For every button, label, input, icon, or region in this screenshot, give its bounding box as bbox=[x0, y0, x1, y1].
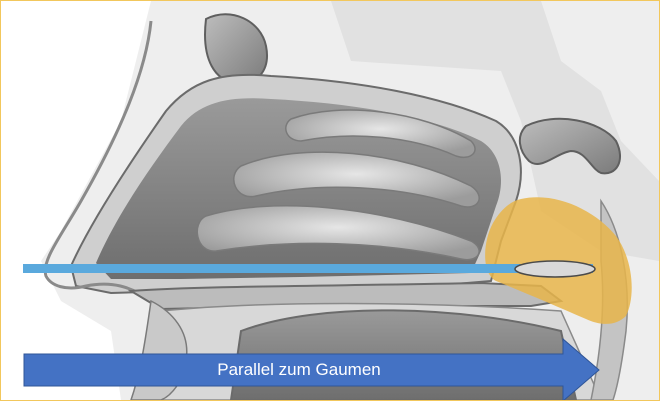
probe-line bbox=[23, 264, 593, 273]
probe-tip bbox=[515, 261, 595, 277]
